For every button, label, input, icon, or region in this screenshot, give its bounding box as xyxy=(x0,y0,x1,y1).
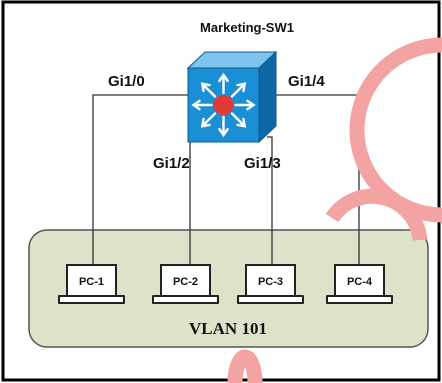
switch-hub xyxy=(213,95,234,115)
pc-4[interactable]: PC-4 xyxy=(326,264,393,304)
switch-arrowhead xyxy=(191,99,201,111)
port-label-gi1-3: Gi1/3 xyxy=(244,155,281,172)
watermark-arc xyxy=(325,188,428,241)
laptop-base xyxy=(237,295,304,304)
switch-arrowhead xyxy=(236,117,247,128)
switch-arrowhead xyxy=(218,127,229,138)
pc-label: PC-3 xyxy=(258,276,283,288)
link-gi1-0 xyxy=(92,94,188,265)
laptop-base xyxy=(58,295,125,304)
switch-name: Marketing-SW1 xyxy=(200,20,294,35)
pc-label: PC-4 xyxy=(347,276,373,288)
switch-arrowhead xyxy=(236,82,247,93)
switch-arrowhead xyxy=(218,72,229,83)
pc-2[interactable]: PC-2 xyxy=(152,264,219,304)
switch-arrow xyxy=(201,82,217,98)
switch-arrows xyxy=(191,72,256,138)
pc-label: PC-2 xyxy=(173,276,198,288)
watermark xyxy=(227,37,442,383)
switch-arrowhead xyxy=(200,117,211,128)
switch-arrowhead xyxy=(200,82,211,93)
port-label-gi1-4: Gi1/4 xyxy=(288,73,325,90)
vlan-label: VLAN 101 xyxy=(189,319,267,338)
port-label-gi1-2: Gi1/2 xyxy=(153,155,190,172)
vlan-zone xyxy=(28,229,429,348)
switch-arrowhead xyxy=(246,99,256,111)
pc-group: PC-1 PC-2 PC-3 PC-4 xyxy=(58,264,393,304)
laptop-base xyxy=(326,295,393,304)
multilayer-switch-icon xyxy=(186,50,278,144)
pc-1[interactable]: PC-1 xyxy=(58,264,125,304)
pc-label: PC-1 xyxy=(79,276,104,288)
switch-arrow xyxy=(230,112,246,128)
laptop-icon xyxy=(334,264,385,297)
switch-side-face xyxy=(258,50,277,144)
laptop-icon xyxy=(160,264,211,297)
link-gi1-3 xyxy=(267,136,273,265)
switch-arrow xyxy=(230,82,246,98)
pc-3[interactable]: PC-3 xyxy=(237,264,304,304)
switch-arrow xyxy=(201,112,217,128)
port-label-gi1-0: Gi1/0 xyxy=(108,73,145,90)
laptop-icon xyxy=(245,264,296,297)
watermark-arc xyxy=(227,349,263,383)
laptop-base xyxy=(152,295,219,304)
laptop-icon xyxy=(66,264,117,297)
